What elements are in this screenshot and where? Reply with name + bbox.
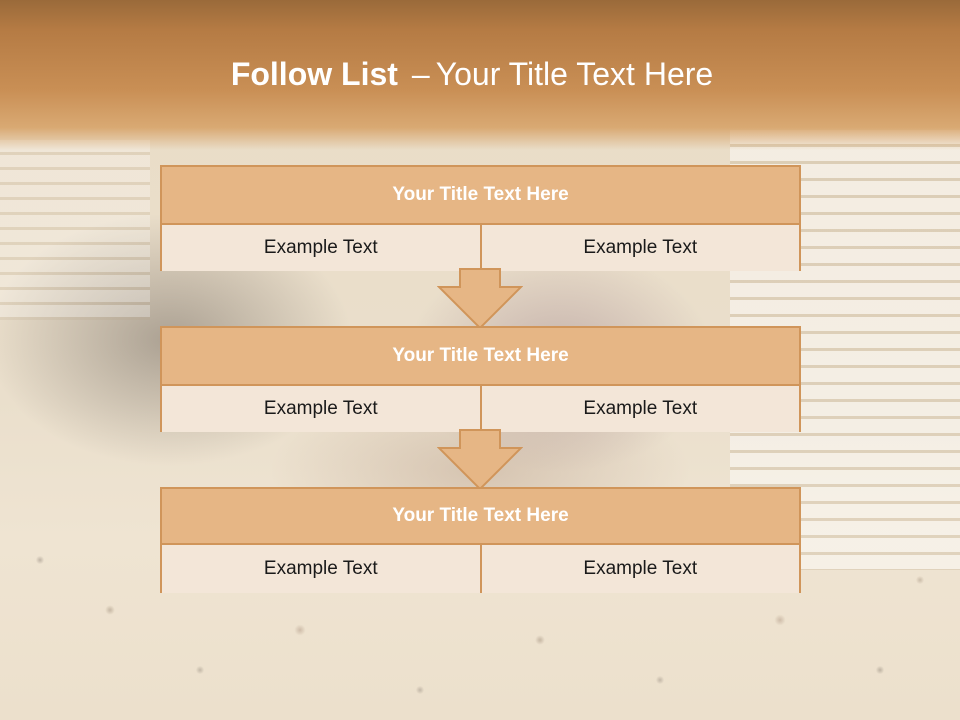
block-cell-right: Example Text — [479, 386, 799, 432]
title-separator: – — [411, 56, 430, 92]
block-title: Your Title Text Here — [162, 167, 799, 225]
block-cell-right: Example Text — [479, 225, 799, 271]
block-row: Example Text Example Text — [162, 545, 799, 593]
block-cell-left: Example Text — [162, 225, 480, 271]
list-block-2: Your Title Text Here Example Text Exampl… — [160, 326, 801, 432]
title-rest: Your Title Text Here — [435, 56, 714, 92]
block-title: Your Title Text Here — [162, 489, 799, 545]
block-title: Your Title Text Here — [162, 328, 799, 386]
down-arrow-icon — [437, 429, 523, 491]
block-row: Example Text Example Text — [162, 386, 799, 432]
window-blinds-left — [0, 140, 150, 320]
slide-title: Follow List–Your Title Text Here — [0, 56, 944, 93]
block-cell-left: Example Text — [162, 386, 480, 432]
block-row: Example Text Example Text — [162, 225, 799, 271]
title-bold: Follow List — [230, 56, 398, 92]
header-band — [0, 0, 960, 150]
block-cell-left: Example Text — [162, 545, 480, 593]
list-block-3: Your Title Text Here Example Text Exampl… — [160, 487, 801, 593]
down-arrow-icon — [437, 268, 523, 330]
list-block-1: Your Title Text Here Example Text Exampl… — [160, 165, 801, 271]
block-cell-right: Example Text — [479, 545, 799, 593]
